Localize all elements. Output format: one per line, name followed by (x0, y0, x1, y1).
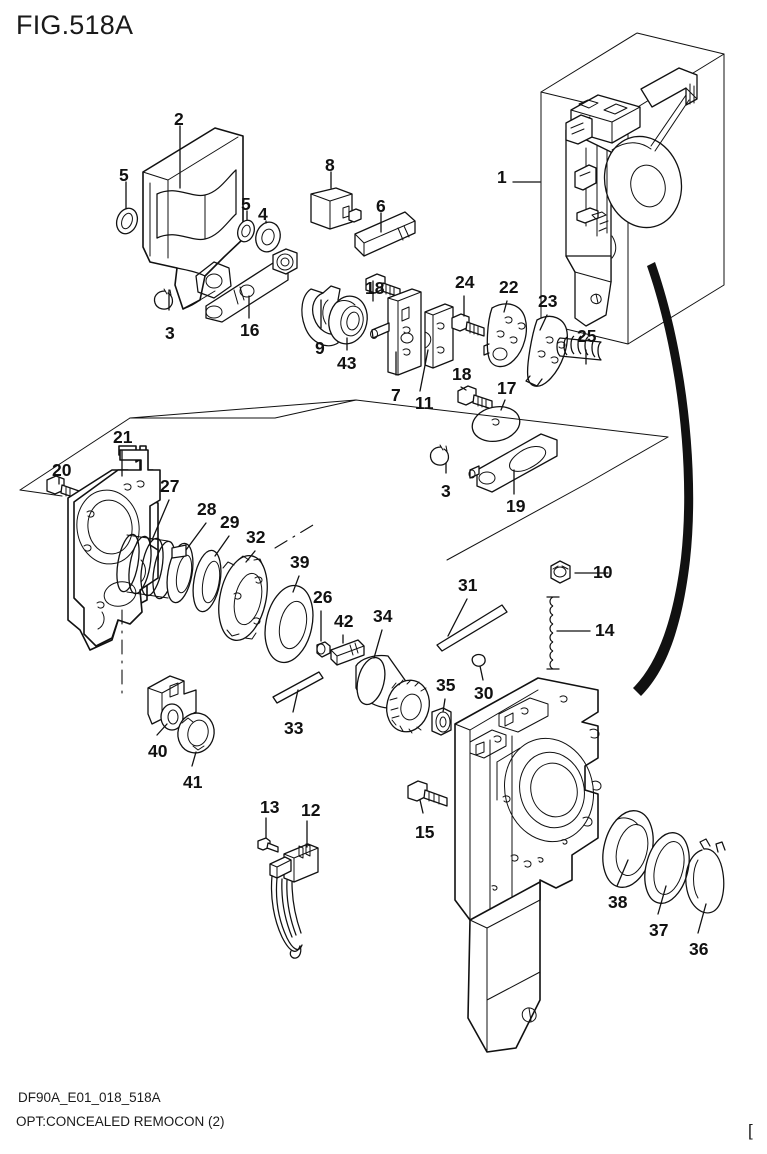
main-housing (454, 677, 602, 1053)
part-13-screw (257, 837, 279, 853)
part-37-ring (644, 832, 690, 904)
callout-2: 2 (174, 109, 184, 129)
part-10-nut (550, 560, 571, 584)
callout-15: 15 (415, 822, 435, 842)
part-30-ball (471, 653, 486, 667)
callout-6: 6 (376, 196, 386, 216)
callout-35: 35 (436, 675, 456, 695)
part-41-ring-nut (177, 712, 215, 754)
callout-40: 40 (148, 741, 168, 761)
callout-32: 32 (246, 527, 266, 547)
part-29-ring (192, 549, 222, 613)
callout-27: 27 (160, 476, 180, 496)
callout-24: 24 (455, 272, 475, 292)
callout-34: 34 (373, 606, 393, 626)
part-23-cam-plate (525, 315, 568, 387)
callout-8: 8 (325, 155, 335, 175)
part-21-housing-plate (67, 445, 161, 651)
callout-10: 10 (593, 562, 613, 582)
part-40-clamp (147, 675, 197, 731)
part-25-spring (556, 335, 602, 361)
callout-23: 23 (538, 291, 558, 311)
part-8-switch (310, 187, 362, 230)
part-6-shaft (354, 211, 416, 257)
callout-42: 42 (334, 611, 354, 631)
callout-41: 41 (183, 772, 203, 792)
part-18b-bolt (457, 385, 493, 410)
part-14-spring (546, 596, 560, 670)
callout-28: 28 (197, 499, 217, 519)
callout-17: 17 (497, 378, 517, 398)
leader-lines (58, 125, 707, 934)
callout-3b: 3 (441, 481, 451, 501)
part-19-link-arm (468, 433, 558, 493)
callout-11: 11 (415, 393, 434, 413)
callout-1: 1 (497, 167, 507, 187)
callout-14: 14 (595, 620, 615, 640)
callout-18a: 18 (365, 278, 385, 298)
callout-30: 30 (474, 683, 494, 703)
callout-21: 21 (113, 427, 133, 447)
part-12-wire-harness (269, 843, 319, 959)
part-26-pin (316, 641, 331, 658)
part-31-rod (436, 604, 508, 652)
callout-12: 12 (301, 800, 321, 820)
part-33-pin (272, 671, 324, 704)
part-11-plate (424, 303, 454, 369)
callout-38: 38 (608, 892, 628, 912)
callout-3a: 3 (165, 323, 175, 343)
part-4-washer (255, 221, 281, 253)
control-cable (633, 262, 694, 696)
part-16-link-rod (205, 248, 298, 323)
lower-assembly-outline (19, 399, 669, 561)
callout-43: 43 (337, 353, 357, 373)
callout-5b: 5 (241, 194, 251, 214)
figure-code: DF90A_E01_018_518A (18, 1090, 161, 1105)
callout-29: 29 (220, 512, 240, 532)
callout-20: 20 (52, 460, 72, 480)
callout-4: 4 (258, 204, 268, 224)
part-35-bushing (431, 707, 452, 736)
figure-description: OPT:CONCEALED REMOCON (2) (16, 1114, 225, 1129)
callout-13: 13 (260, 797, 280, 817)
callout-19: 19 (506, 496, 526, 516)
callout-36: 36 (689, 939, 709, 959)
part-5a-o-ring (115, 207, 139, 235)
callout-31: 31 (458, 575, 478, 595)
corner-bracket-mark: [ (748, 1121, 753, 1140)
part-15-bolt (407, 780, 448, 807)
part-36-circlip (685, 838, 726, 914)
part-34-motor (355, 654, 430, 734)
callout-25: 25 (577, 326, 597, 346)
part-2-bracket (142, 127, 244, 310)
part-1-remote-control-assembly (565, 67, 698, 327)
callout-37: 37 (649, 920, 669, 940)
part-28-sleeve (166, 542, 194, 604)
callout-18b: 18 (452, 364, 472, 384)
callout-39: 39 (290, 552, 310, 572)
part-3a-circlip (153, 288, 174, 310)
part-24-bolt (451, 313, 485, 337)
part-3b-circlip (429, 444, 450, 466)
part-22-cam-plate (483, 303, 528, 368)
callout-33: 33 (284, 718, 304, 738)
page-title: FIG.518A (16, 10, 134, 40)
callout-16: 16 (240, 320, 260, 340)
callout-7: 7 (391, 385, 401, 405)
part-42-shaft (330, 639, 365, 666)
callout-26: 26 (313, 587, 333, 607)
part-32-toothed-washer (218, 555, 268, 641)
callout-22: 22 (499, 277, 519, 297)
callout-9: 9 (315, 338, 325, 358)
part-17-washer (471, 405, 521, 443)
part-5b-o-ring (237, 219, 255, 243)
part-39-washer (264, 584, 314, 664)
callout-5a: 5 (119, 165, 129, 185)
part-43-bushing (328, 295, 368, 345)
